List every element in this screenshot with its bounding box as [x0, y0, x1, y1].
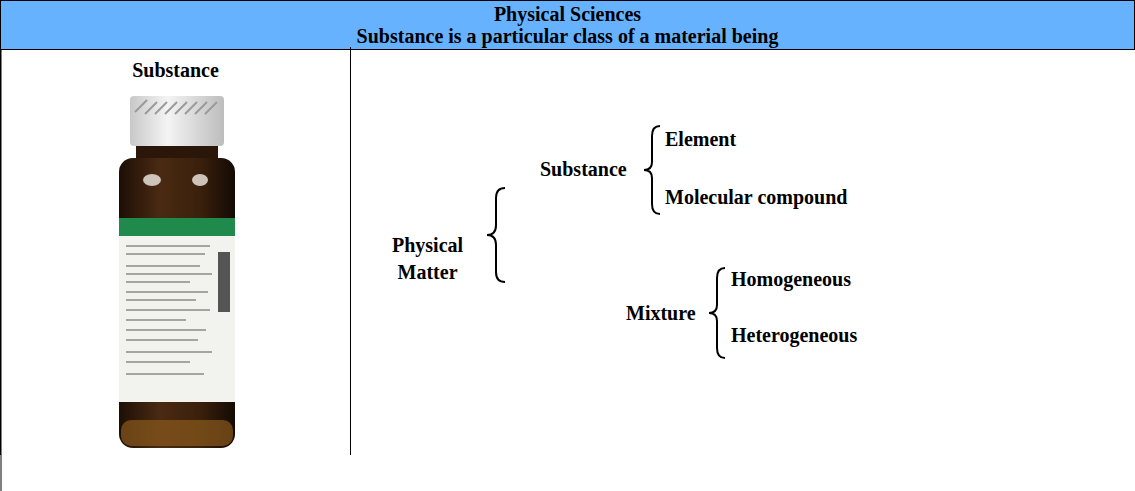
tree-label: Homogeneous	[731, 266, 851, 293]
brace	[709, 268, 725, 358]
tree-label: Heterogeneous	[731, 322, 857, 349]
tree-label: Substance	[540, 156, 627, 183]
tree-label: Element	[665, 126, 736, 153]
tree-label: Physical Matter	[392, 232, 463, 286]
bottle-illustration	[119, 96, 235, 448]
heading-text: Physical Sciences	[7, 3, 1128, 25]
tree-label: Mixture	[626, 300, 696, 327]
table-cell: Substance	[0, 47, 351, 455]
header-band: Physical SciencesSubstance is a particul…	[0, 0, 1135, 50]
tree-label: Molecular compound	[665, 184, 847, 211]
brace	[644, 126, 660, 214]
subheading-text: Substance is a particular class of a mat…	[7, 25, 1128, 47]
heading-text: Substance	[5, 59, 346, 81]
brace	[487, 188, 505, 282]
